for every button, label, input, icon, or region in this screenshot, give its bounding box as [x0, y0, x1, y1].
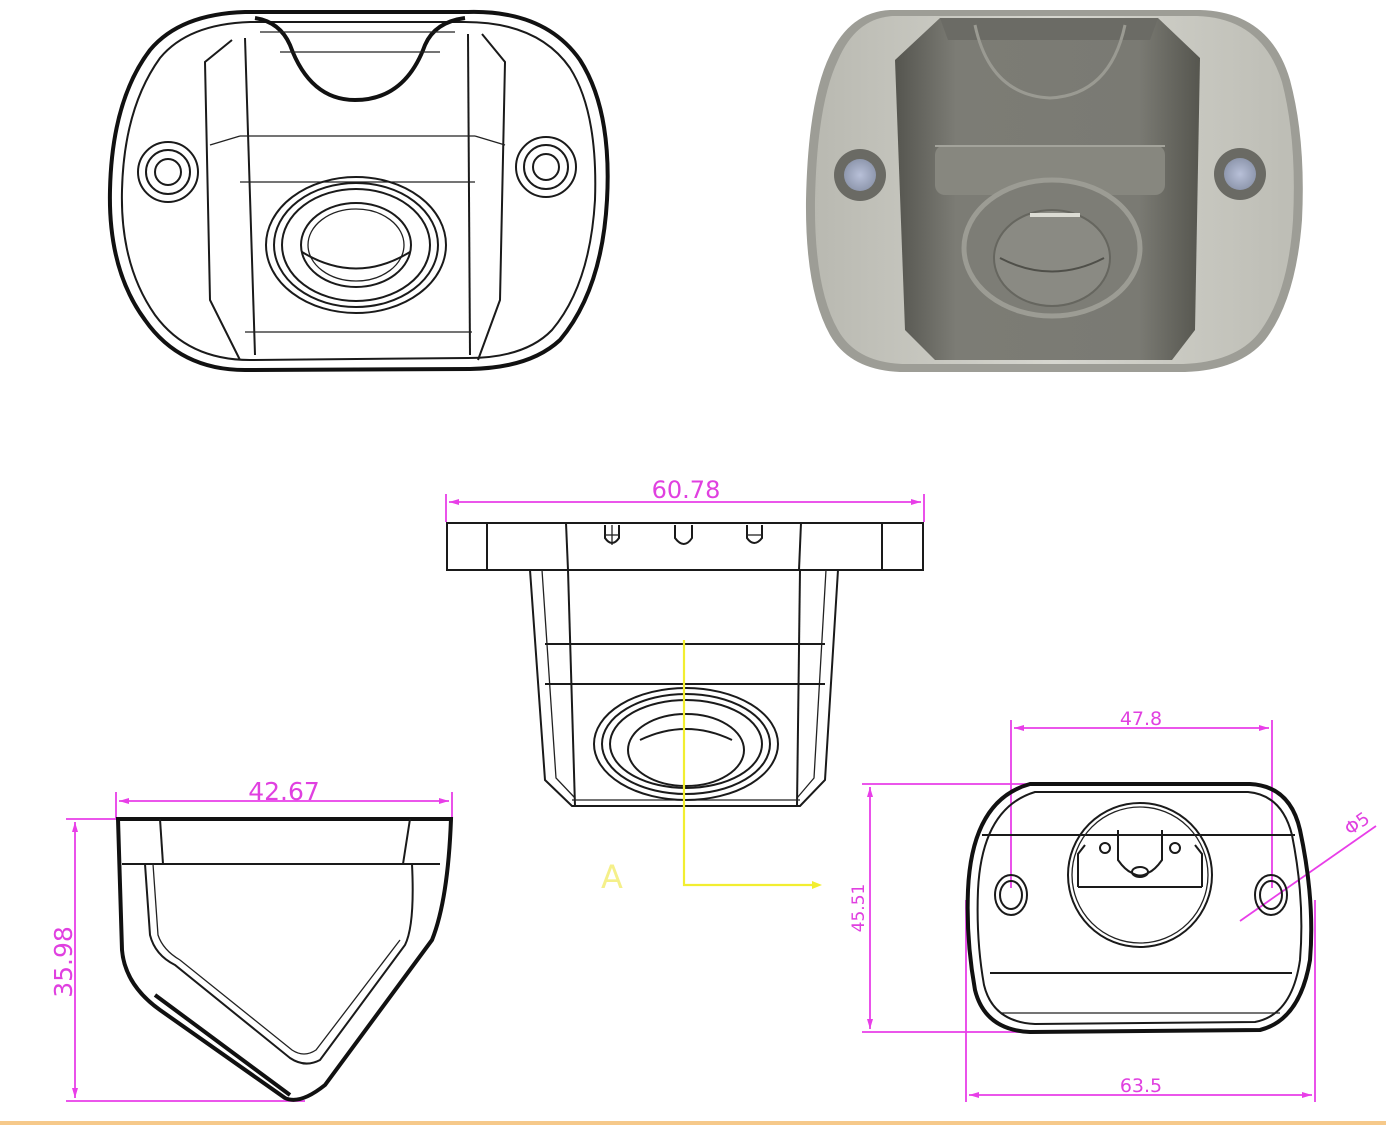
section-label: A	[601, 858, 623, 896]
dim-hole-spacing: 47.8	[1120, 708, 1162, 730]
top-view: 60.78	[445, 476, 925, 807]
front-view-render	[805, 10, 1303, 372]
dim-side-height: 35.98	[49, 926, 78, 998]
dim-back-width: 63.5	[1120, 1075, 1162, 1097]
side-view: 42.67 35.98	[49, 777, 454, 1102]
dim-hole-diameter: Φ5	[1341, 808, 1374, 840]
front-view-line-drawing	[107, 9, 610, 373]
bottom-rule	[0, 1121, 1386, 1125]
dim-top-width: 60.78	[652, 476, 721, 504]
dim-side-width: 42.67	[248, 777, 320, 806]
section-marker-a: A	[601, 640, 822, 896]
back-view: 47.8 45.51 63.5 Φ5	[849, 708, 1377, 1102]
dim-back-height: 45.51	[849, 884, 869, 933]
